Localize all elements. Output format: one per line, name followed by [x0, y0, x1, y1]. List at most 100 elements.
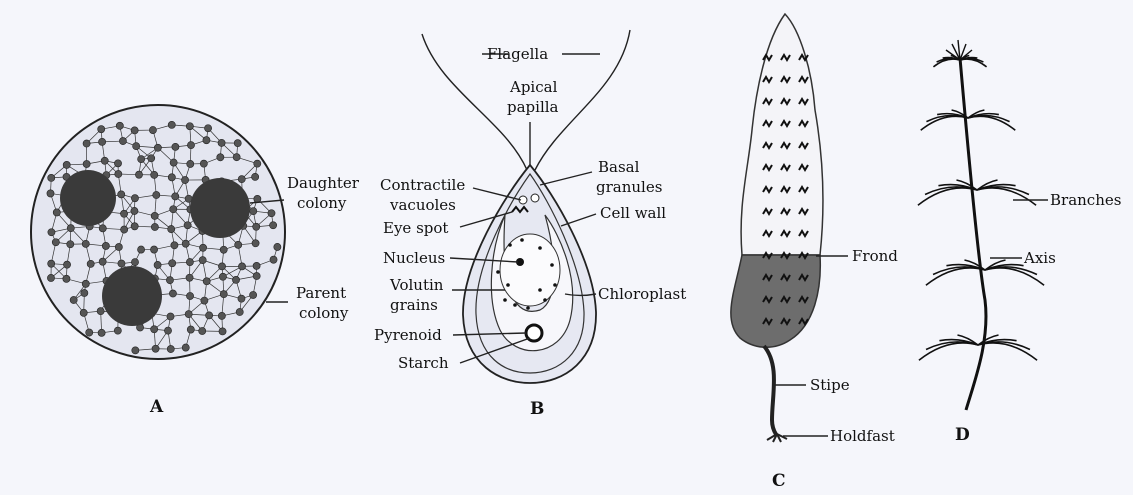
branch	[976, 187, 1037, 206]
colony-cell	[218, 327, 227, 336]
colony-cell	[219, 245, 228, 254]
colony-cell	[66, 224, 75, 233]
frond-mark	[780, 229, 791, 238]
colony-cell	[218, 262, 226, 271]
branch	[932, 58, 961, 68]
colony-cell	[114, 170, 123, 178]
colony-cell	[273, 243, 282, 251]
colony-cell	[137, 245, 145, 254]
frond-mark	[762, 53, 773, 62]
colony-cell	[198, 256, 207, 265]
colony-cell	[237, 175, 246, 184]
colony-cell	[199, 159, 208, 168]
colony-cell	[153, 143, 162, 152]
panel-b-chlamydomonas: Flagella Apical papilla Basal granules C…	[374, 29, 686, 419]
daughter-colony-pointer	[249, 199, 285, 204]
colony-cell	[79, 308, 88, 317]
branch	[925, 267, 986, 286]
contractile-vacuoles-pointer	[472, 187, 522, 201]
colony-cell	[269, 221, 278, 230]
colony-cell	[167, 173, 176, 182]
colony-cell	[150, 325, 159, 334]
colony-cell	[171, 142, 180, 151]
frond-mark	[762, 119, 773, 128]
volutin-grain	[538, 246, 542, 250]
frond-mark	[762, 97, 773, 106]
colony-cell	[171, 192, 180, 201]
colony-cell	[185, 122, 194, 131]
colony-cell	[152, 191, 161, 199]
colony-cell	[233, 139, 242, 148]
colony-cell	[267, 209, 276, 218]
colony-cell	[115, 121, 124, 130]
colony-cell	[52, 208, 61, 217]
frond-label: Frond	[852, 247, 898, 265]
basal-granules-label-2: granules	[596, 178, 662, 196]
nucleus-pointer	[449, 257, 519, 263]
left-flagellum	[421, 33, 528, 171]
colony-cell	[235, 308, 244, 316]
colony-cell	[181, 343, 190, 352]
frond-mark	[762, 317, 773, 326]
holdfast-label: Holdfast	[830, 427, 895, 445]
frond-mark	[780, 185, 791, 194]
flagella-label: Flagella	[487, 45, 548, 63]
colony-cell	[200, 296, 209, 305]
frond-mark	[798, 185, 809, 194]
cell-wall-label: Cell wall	[600, 204, 666, 222]
colony-cell	[205, 311, 214, 320]
colony-cell	[81, 279, 90, 288]
basal-granules-label-1: Basal	[598, 158, 640, 176]
panel-a-letter: A	[149, 397, 164, 417]
frond-mark	[798, 119, 809, 128]
frond-mark	[780, 141, 791, 150]
colony-cell	[232, 153, 241, 162]
volutin-grains-label-2: grains	[390, 296, 438, 314]
colony-cell	[147, 154, 156, 163]
colony-cell	[150, 170, 159, 179]
colony-cell	[181, 239, 190, 248]
parent-colony-outline	[30, 104, 286, 360]
daughter-colony-3	[102, 266, 162, 326]
frond-mark	[798, 317, 809, 326]
branch	[964, 259, 986, 271]
colony-cell	[252, 262, 261, 270]
frond-mark	[762, 207, 773, 216]
eye-spot-label: Eye spot	[383, 219, 448, 237]
colony-cell	[117, 259, 126, 268]
frond-mark	[762, 163, 773, 172]
panel-c-letter: C	[772, 471, 786, 491]
frond-mark	[798, 163, 809, 172]
branch	[917, 187, 978, 206]
colony-cell	[153, 261, 162, 269]
colony-cell	[166, 345, 175, 353]
frond-mark	[780, 119, 791, 128]
colony-cell	[217, 138, 226, 147]
main-axis	[958, 57, 988, 411]
colony-cell	[187, 141, 195, 150]
colony-cell	[66, 240, 75, 249]
parent-colony-label-1: Parent	[296, 284, 346, 302]
colony-cell	[170, 241, 179, 250]
frond-mark	[762, 141, 773, 150]
frond-mark	[780, 75, 791, 84]
branch	[956, 179, 978, 191]
branch	[946, 263, 986, 271]
volutin-grain	[503, 298, 507, 302]
colony-cell	[166, 312, 175, 321]
colony-cell	[217, 312, 226, 320]
colony-cell	[150, 223, 159, 231]
cell-wall-pointer	[560, 213, 597, 227]
colony-cell	[167, 225, 176, 233]
apical-papilla-label-1: Apical	[509, 78, 558, 96]
colony-cell	[149, 126, 157, 134]
colony-cell	[82, 160, 91, 168]
colony-cell	[184, 310, 193, 319]
volutin-grain	[506, 283, 510, 287]
panel-b-letter: B	[530, 399, 544, 419]
pyrenoid-pointer	[452, 332, 527, 336]
colony-cell	[130, 126, 139, 135]
stipe-label: Stipe	[810, 376, 850, 394]
frond-mark	[798, 53, 809, 62]
